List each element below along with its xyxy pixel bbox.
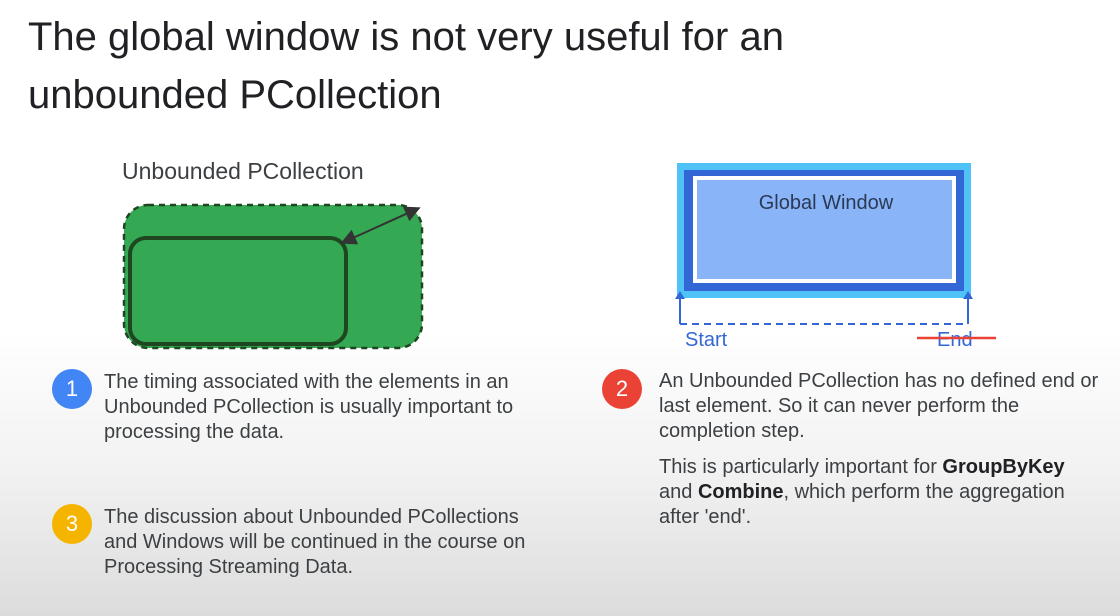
global-window-inner <box>693 176 956 283</box>
start-arrow-icon <box>675 291 685 299</box>
unbounded-pcollection-label: Unbounded PCollection <box>122 158 364 184</box>
note-2-extra-post: , which perform the aggregation after 'e… <box>659 481 1065 528</box>
note-2-extra-mid: and <box>659 481 698 503</box>
note-2-text: An Unbounded PCollection has no defined … <box>659 370 1099 442</box>
bounded-subset-shape <box>128 236 348 346</box>
global-window-label: Global Window <box>759 192 894 214</box>
combine-term: Combine <box>697 481 784 503</box>
note-2-extra-text: This is particularly important for Group… <box>659 455 1099 530</box>
slide-title: The global window is not very useful for… <box>28 8 1088 124</box>
note-1-text: The timing associated with the elements … <box>104 371 514 443</box>
slide-title-line-1: The global window is not very useful for… <box>28 15 784 59</box>
note-1-number-badge: 1 <box>52 369 92 409</box>
note-2-extra-pre: This is particularly important for <box>659 456 943 478</box>
end-label: End <box>937 329 973 351</box>
note-3-text: The discussion about Unbounded PCollecti… <box>104 506 526 578</box>
slide-title-line-2: unbounded PCollection <box>28 73 442 117</box>
groupbykey-term: GroupByKey <box>942 456 1065 478</box>
note-2-number-badge: 2 <box>602 369 642 409</box>
expansion-arrow <box>340 206 421 245</box>
start-label: Start <box>685 329 728 351</box>
end-arrow-icon <box>963 291 973 299</box>
note-3-number-badge: 3 <box>52 504 92 544</box>
